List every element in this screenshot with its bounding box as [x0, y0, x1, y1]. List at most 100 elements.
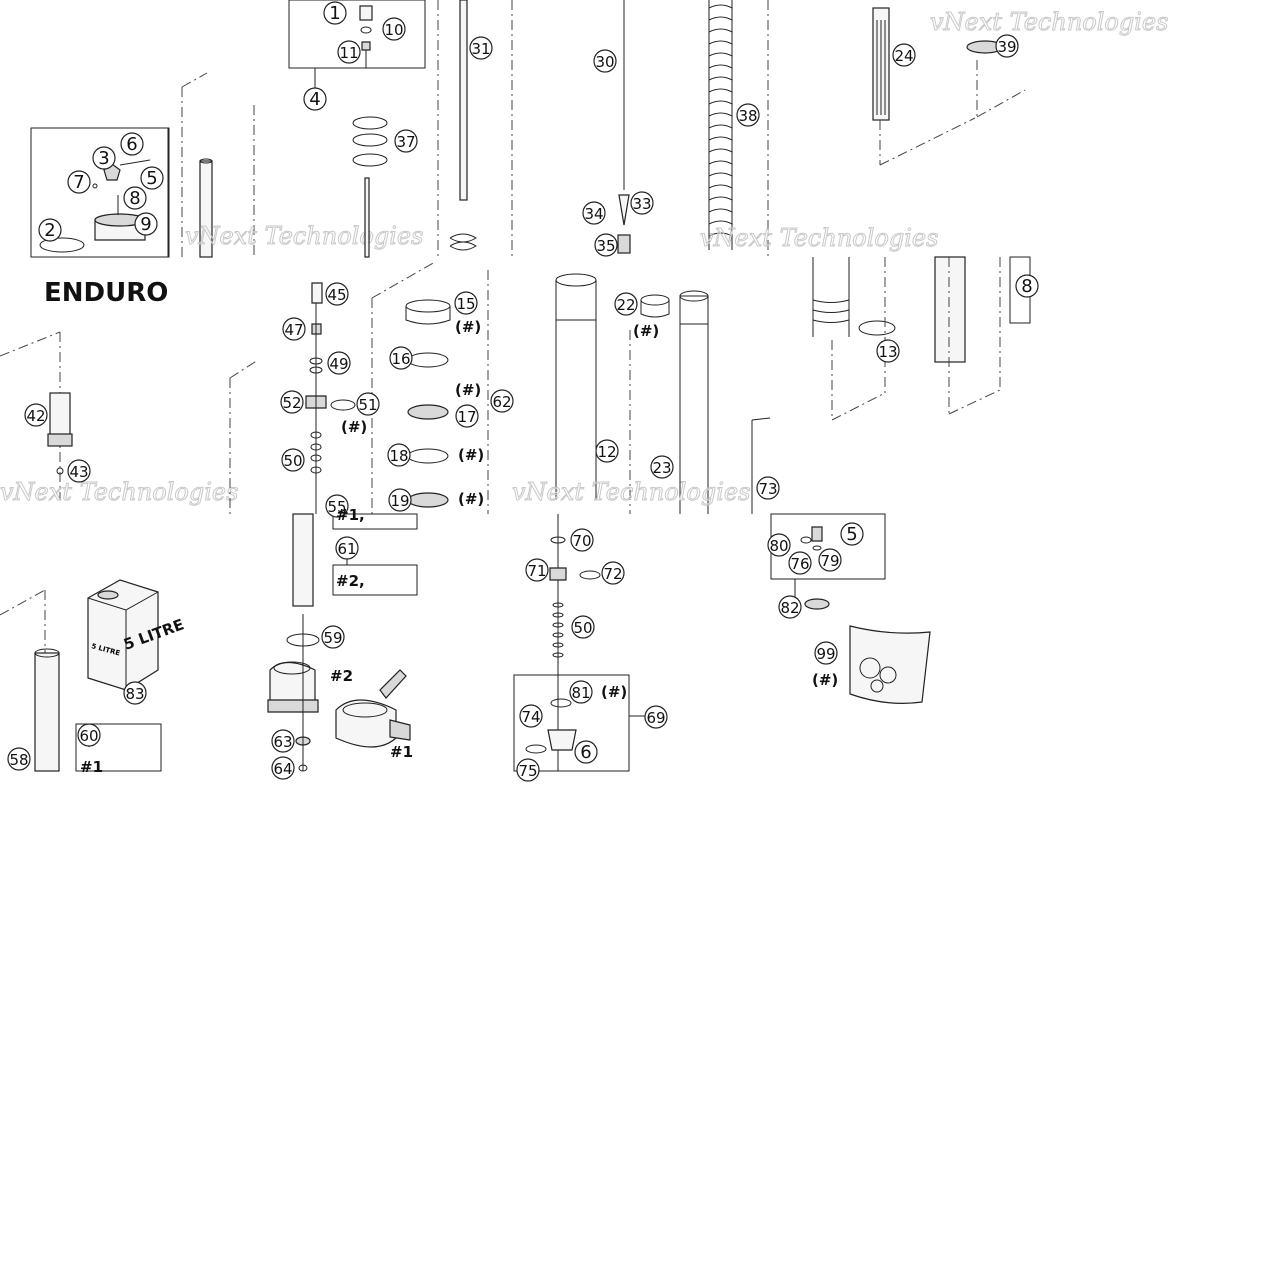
svg-text:37: 37	[396, 133, 415, 151]
watermark: vNext Technologies	[512, 478, 750, 506]
callout-11: 11	[337, 40, 361, 64]
svg-text:50: 50	[283, 452, 302, 470]
svg-text:1: 1	[329, 3, 340, 24]
callout-64: 64	[271, 756, 295, 780]
kit-60-text: #1	[80, 758, 103, 776]
clamp-1-label: #1	[390, 743, 413, 761]
callout-23: 23	[650, 455, 674, 479]
callout-51: 51	[356, 392, 380, 416]
callout-34: 34	[582, 201, 606, 225]
callout-17: 17	[455, 404, 479, 428]
svg-text:52: 52	[282, 394, 301, 412]
callout-1: 1	[323, 1, 347, 25]
callout-6: 6	[120, 132, 144, 156]
callout-43: 43	[67, 459, 91, 483]
tile-row2-col1: ENDURO vNext Technologies	[0, 278, 239, 507]
callout-10: 10	[382, 17, 406, 41]
text-labels: (#) (#) (#) (#) (#) (#) (#) (#) #2 #1 #2…	[80, 318, 838, 776]
callout-19: 19	[388, 488, 412, 512]
svg-text:43: 43	[69, 463, 88, 481]
svg-text:33: 33	[632, 195, 651, 213]
clamp-2-label: #2	[330, 667, 353, 685]
watermark: vNext Technologies	[0, 478, 238, 506]
svg-text:71: 71	[527, 562, 546, 580]
callout-73: 73	[756, 476, 780, 500]
svg-text:5: 5	[846, 524, 857, 545]
tile-row2-col3: vNext Technologies	[512, 273, 751, 514]
svg-text:4: 4	[309, 89, 320, 110]
svg-text:58: 58	[9, 751, 28, 769]
callout-75: 75	[516, 758, 540, 782]
callout-62: 62	[490, 389, 514, 413]
tile-row1-col4: vNext Technologies	[617, 0, 939, 257]
svg-text:64: 64	[273, 760, 292, 778]
svg-text:24: 24	[894, 47, 913, 65]
callout-38: 38	[736, 103, 760, 127]
svg-text:17: 17	[457, 408, 476, 426]
callout-5: 5	[140, 166, 164, 190]
svg-text:51: 51	[358, 396, 377, 414]
callout-80: 80	[767, 533, 791, 557]
svg-text:15: 15	[456, 295, 475, 313]
svg-text:75: 75	[518, 762, 537, 780]
callout-18: 18	[387, 443, 411, 467]
callout-50: 50	[281, 448, 305, 472]
svg-text:99: 99	[816, 645, 835, 663]
callout-15: 15	[454, 291, 478, 315]
callout-5: 5	[840, 522, 864, 546]
svg-text:2: 2	[44, 220, 55, 241]
svg-text:82: 82	[780, 599, 799, 617]
svg-text:12: 12	[597, 443, 616, 461]
svg-text:13: 13	[878, 343, 897, 361]
svg-text:79: 79	[820, 552, 839, 570]
tile-row1-col3	[288, 0, 513, 258]
svg-text:70: 70	[572, 532, 591, 550]
svg-text:63: 63	[273, 733, 292, 751]
callout-72: 72	[601, 561, 625, 585]
tile-row3-col2	[267, 513, 418, 772]
hash-label: (#)	[601, 683, 627, 701]
svg-text:16: 16	[391, 350, 410, 368]
callout-60: 60	[77, 723, 101, 747]
svg-text:3: 3	[98, 148, 109, 169]
svg-text:8: 8	[1021, 276, 1032, 297]
svg-text:45: 45	[327, 286, 346, 304]
callout-74: 74	[519, 704, 543, 728]
callout-59: 59	[321, 625, 345, 649]
tile-row1-col5: vNext Technologies	[872, 7, 1169, 166]
svg-text:23: 23	[652, 459, 671, 477]
svg-text:50: 50	[573, 619, 592, 637]
hash-label: (#)	[458, 490, 484, 508]
callout-63: 63	[271, 729, 295, 753]
svg-text:39: 39	[997, 38, 1016, 56]
tile-row3-col1	[0, 579, 162, 772]
svg-text:8: 8	[129, 188, 140, 209]
callout-8: 8	[1015, 274, 1039, 298]
svg-text:81: 81	[571, 684, 590, 702]
watermark: vNext Technologies	[700, 224, 938, 252]
callout-3: 3	[92, 146, 116, 170]
svg-text:5: 5	[146, 168, 157, 189]
callout-9: 9	[134, 212, 158, 236]
svg-text:19: 19	[390, 492, 409, 510]
svg-text:11: 11	[339, 44, 358, 62]
callout-79: 79	[818, 548, 842, 572]
callout-70: 70	[570, 528, 594, 552]
callout-7: 7	[67, 170, 91, 194]
svg-text:55: 55	[327, 498, 346, 516]
hash-label: (#)	[633, 322, 659, 340]
kit-row-text: #1,	[336, 506, 365, 524]
hash-label: (#)	[458, 446, 484, 464]
svg-text:34: 34	[584, 205, 603, 223]
callout-8: 8	[123, 186, 147, 210]
callout-35: 35	[594, 233, 618, 257]
svg-text:22: 22	[616, 296, 635, 314]
svg-text:6: 6	[126, 134, 137, 155]
svg-text:74: 74	[521, 708, 540, 726]
enduro-title: ENDURO	[44, 278, 168, 308]
svg-text:61: 61	[337, 540, 356, 558]
svg-text:35: 35	[596, 237, 615, 255]
callout-99: 99	[814, 641, 838, 665]
